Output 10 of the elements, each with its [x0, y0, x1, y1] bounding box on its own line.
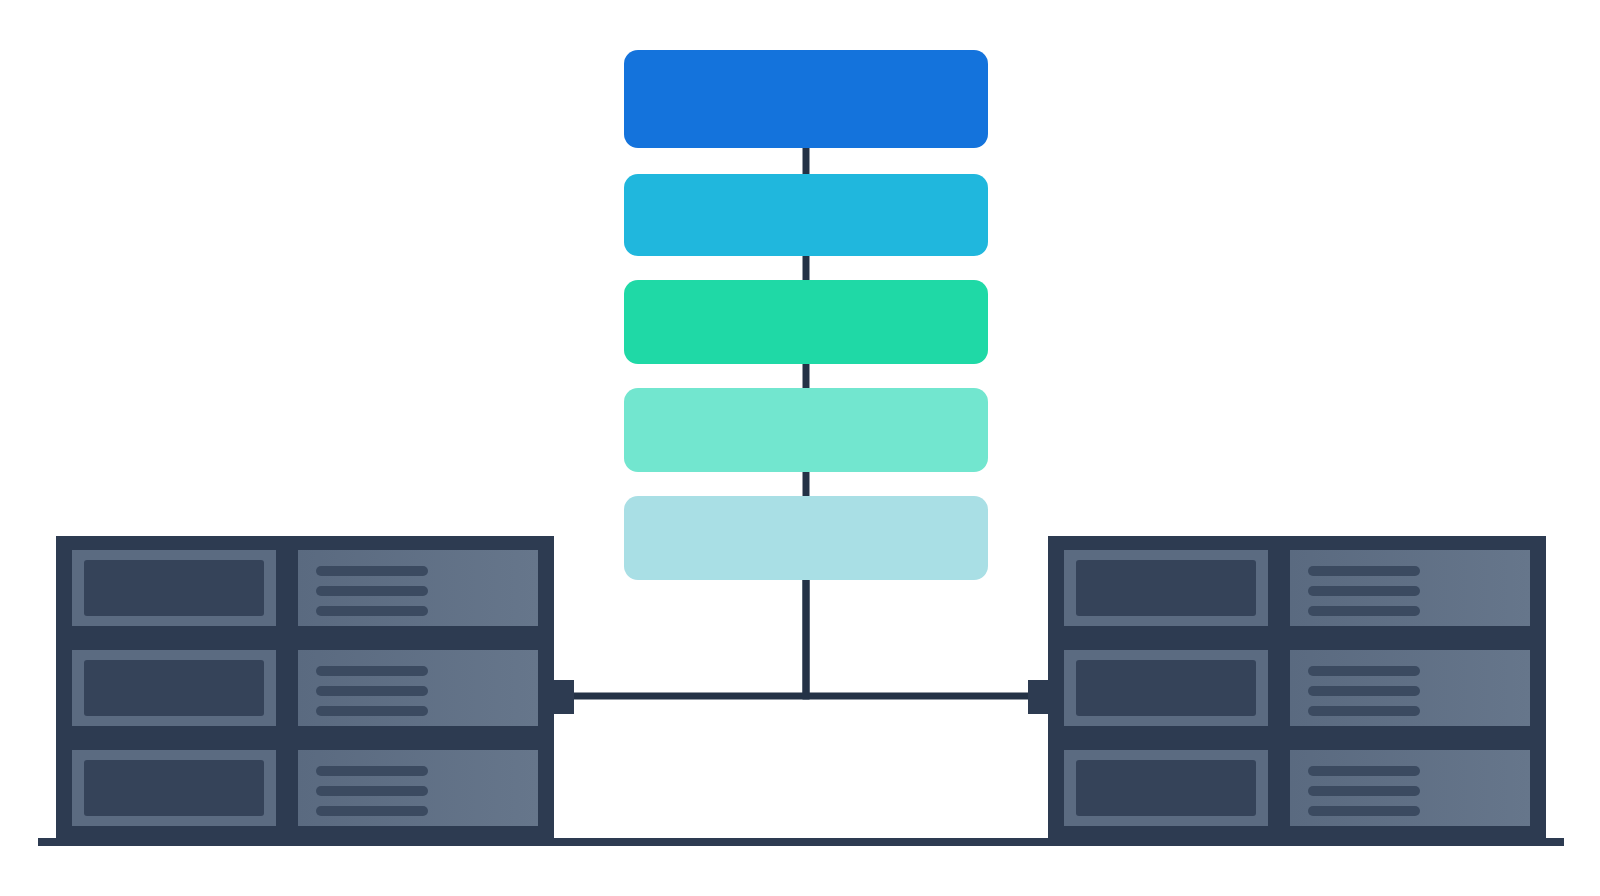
- stack-layer-bar: [624, 496, 988, 580]
- stack-layer-bar: [624, 280, 988, 364]
- stack-layer-bar: [624, 174, 988, 256]
- stack-layer-bar: [624, 388, 988, 472]
- stack-layer-bar: [624, 50, 988, 148]
- connector-line: [802, 148, 810, 174]
- connector-line: [802, 364, 810, 388]
- connector-line: [802, 580, 1028, 700]
- connector-line: [802, 472, 810, 496]
- connector-line: [802, 256, 810, 280]
